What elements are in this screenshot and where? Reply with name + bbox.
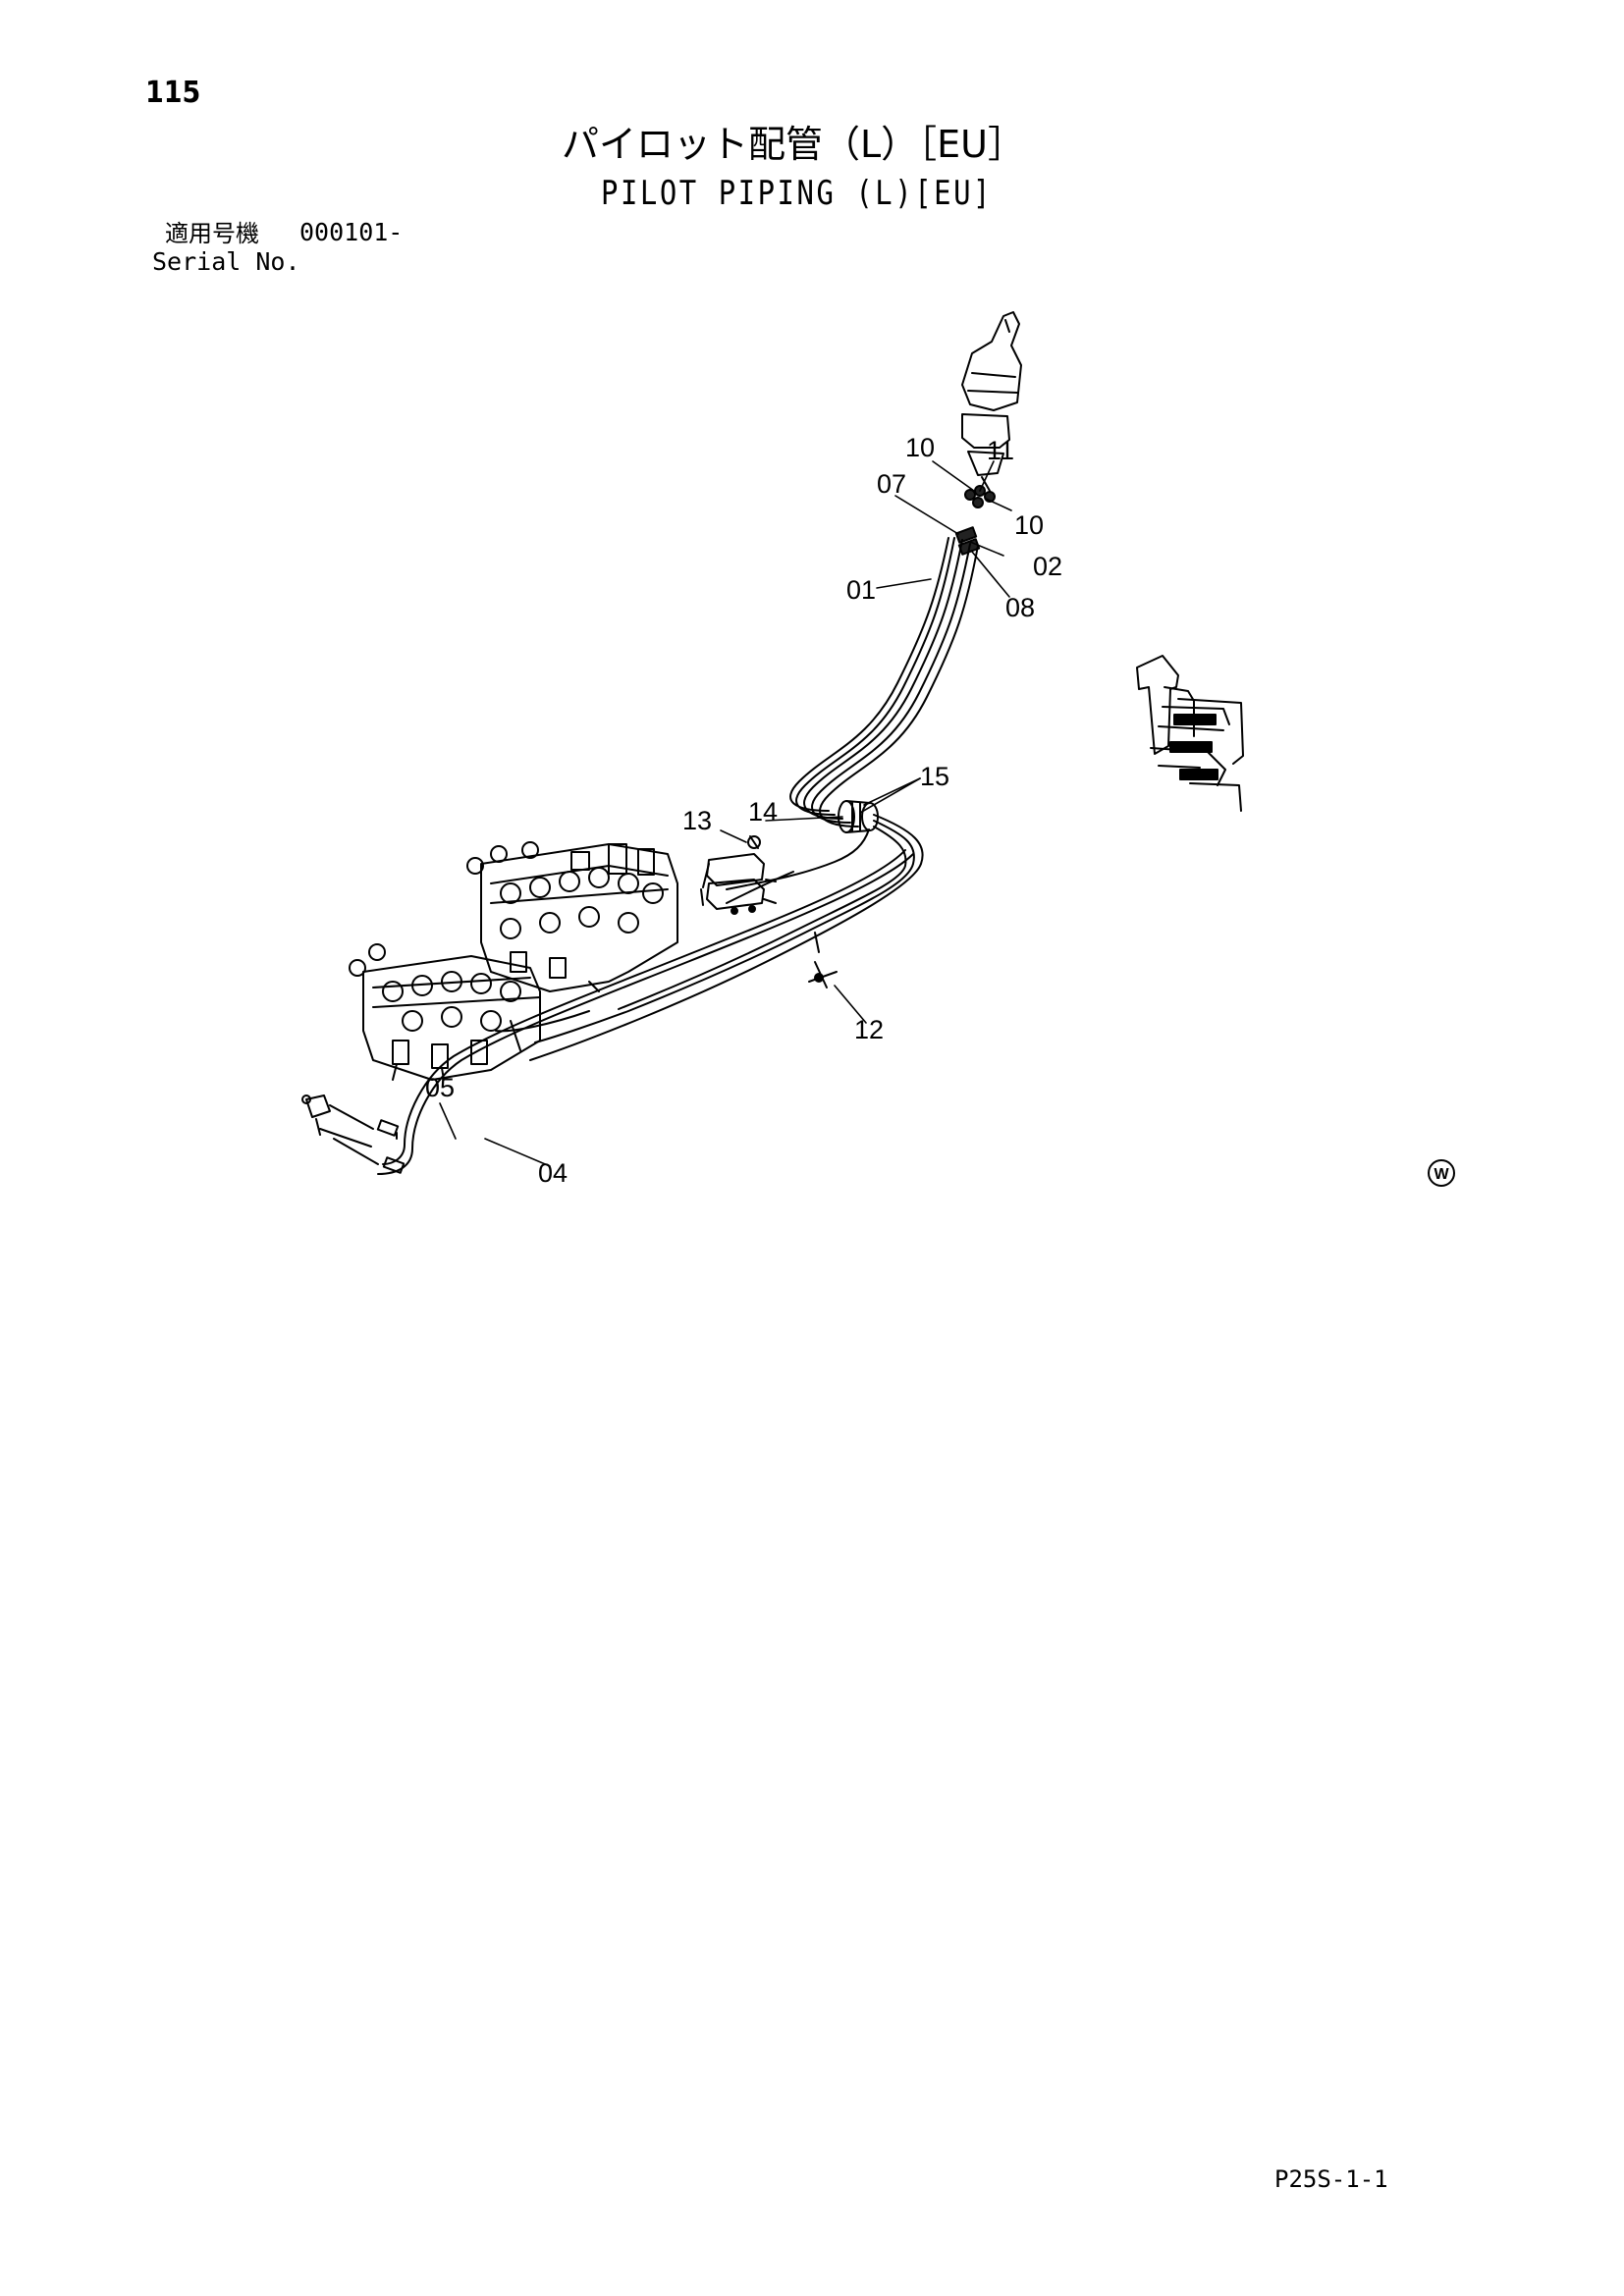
page-title-english: PILOT PIPING (L)[EU] (601, 174, 993, 213)
serial-label-japanese: 適用号機 (165, 220, 259, 247)
solenoid-valve-block (700, 835, 777, 915)
pilot-hoses-lower (377, 814, 924, 1175)
callout-10-lower: 10 (1014, 510, 1044, 540)
pipe-end-fittings (301, 1095, 406, 1174)
page-number: 115 (145, 76, 201, 110)
control-lever (961, 311, 1022, 492)
w-marking-icon: W (1428, 1159, 1455, 1187)
machine-orientation-symbol (1136, 655, 1244, 812)
callout-leaders (439, 460, 1012, 1167)
callout-04: 04 (538, 1158, 568, 1188)
page-title-japanese: パイロット配管（L）［EU］ (562, 123, 1025, 166)
callout-02: 02 (1033, 552, 1062, 581)
control-valve-lower (349, 943, 541, 1081)
pilot-hoses-upper (789, 537, 979, 828)
callout-labels: 10 11 10 07 02 01 08 15 14 13 12 05 04 (425, 433, 1062, 1188)
callout-14: 14 (748, 797, 778, 827)
callout-15: 15 (920, 762, 949, 791)
serial-number-value: 000101- (299, 218, 404, 246)
callout-11: 11 (987, 436, 1014, 465)
callout-12: 12 (854, 1015, 884, 1044)
serial-label-english: Serial No. (152, 247, 300, 276)
callout-10-upper: 10 (905, 433, 935, 462)
drawing-code: P25S-1-1 (1274, 2165, 1388, 2193)
callout-01: 01 (846, 575, 876, 605)
callout-05: 05 (425, 1073, 455, 1102)
tee-fitting (808, 932, 838, 988)
callout-13: 13 (682, 806, 712, 835)
w-marking-letter: W (1434, 1166, 1449, 1183)
control-valve-upper (466, 841, 678, 992)
callout-07: 07 (877, 469, 906, 499)
callout-08: 08 (1005, 593, 1035, 622)
